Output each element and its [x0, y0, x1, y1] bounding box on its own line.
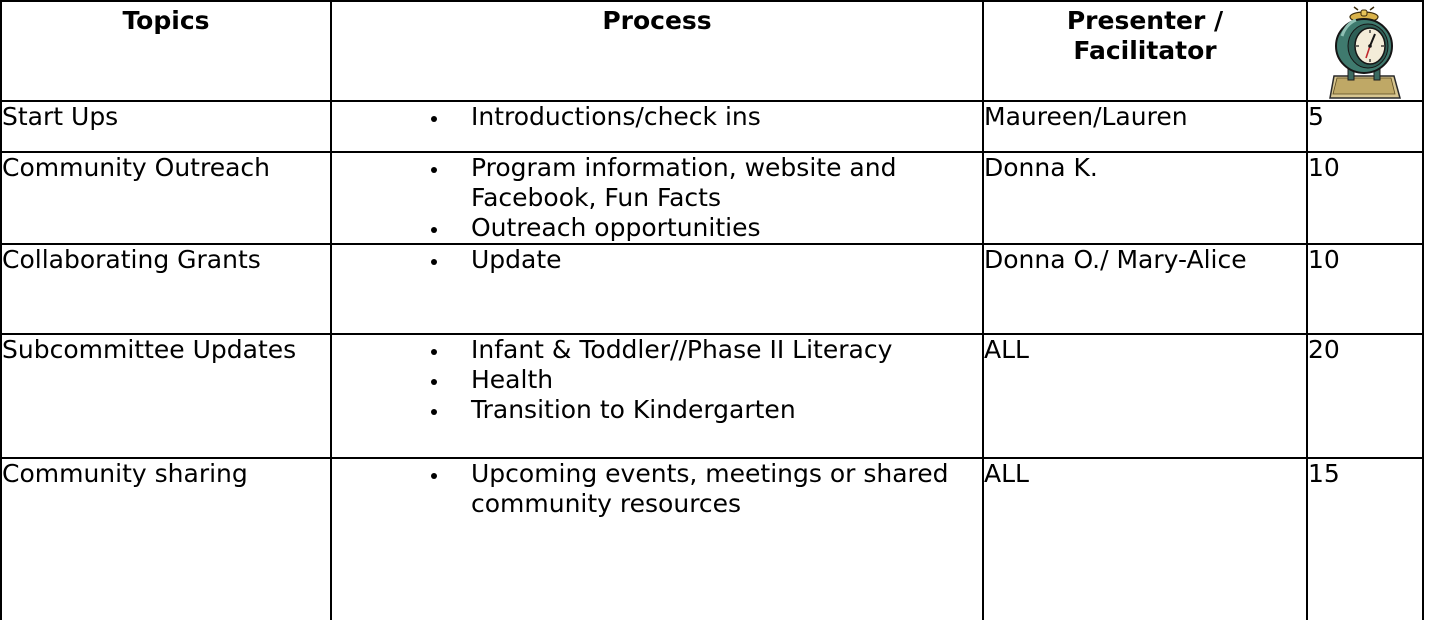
topic-cell: Start Ups [0, 100, 332, 153]
presenter-cell: Donna O./ Mary-Alice [982, 243, 1308, 335]
agenda-row: Community sharing Upcoming events, meeti… [0, 457, 1424, 620]
process-item: Update [450, 245, 982, 275]
process-list: Update [332, 245, 982, 275]
process-item: Outreach opportunities [450, 213, 982, 243]
header-row: Topics Process Presenter / Facilitator [0, 0, 1424, 102]
process-item: Introductions/check ins [450, 102, 982, 132]
header-topics: Topics [0, 0, 332, 102]
process-list: Upcoming events, meetings or shared comm… [332, 459, 982, 519]
minutes-cell: 10 [1306, 151, 1424, 245]
presenter-cell: ALL [982, 457, 1308, 620]
process-list: Infant & Toddler//Phase II Literacy Heal… [332, 335, 982, 425]
header-process: Process [330, 0, 984, 102]
topic-cell: Community sharing [0, 457, 332, 620]
topic-cell: Collaborating Grants [0, 243, 332, 335]
process-cell: Upcoming events, meetings or shared comm… [330, 457, 984, 620]
process-cell: Introductions/check ins [330, 100, 984, 153]
process-cell: Update [330, 243, 984, 335]
minutes-cell: 10 [1306, 243, 1424, 335]
agenda-row: Collaborating Grants Update Donna O./ Ma… [0, 243, 1424, 335]
process-item: Upcoming events, meetings or shared comm… [450, 459, 982, 519]
minutes-cell: 5 [1306, 100, 1424, 153]
alarm-clock-icon [1328, 6, 1402, 100]
process-item: Program information, website and Faceboo… [450, 153, 982, 213]
minutes-cell: 15 [1306, 457, 1424, 620]
process-item: Infant & Toddler//Phase II Literacy [450, 335, 982, 365]
header-presenter: Presenter / Facilitator [982, 0, 1308, 102]
process-item: Health [450, 365, 982, 395]
agenda-row: Community Outreach Program information, … [0, 151, 1424, 245]
header-presenter-line2: Facilitator [1073, 36, 1217, 65]
process-item: Transition to Kindergarten [450, 395, 982, 425]
process-list: Introductions/check ins [332, 102, 982, 132]
agenda-row: Start Ups Introductions/check ins Mauree… [0, 100, 1424, 153]
agenda-row: Subcommittee Updates Infant & Toddler//P… [0, 333, 1424, 459]
topic-cell: Subcommittee Updates [0, 333, 332, 459]
presenter-cell: Maureen/Lauren [982, 100, 1308, 153]
presenter-cell: ALL [982, 333, 1308, 459]
process-list: Program information, website and Faceboo… [332, 153, 982, 243]
process-cell: Infant & Toddler//Phase II Literacy Heal… [330, 333, 984, 459]
header-presenter-line1: Presenter / [1066, 6, 1224, 35]
topic-cell: Community Outreach [0, 151, 332, 245]
header-time [1306, 0, 1424, 102]
minutes-cell: 20 [1306, 333, 1424, 459]
presenter-cell: Donna K. [982, 151, 1308, 245]
process-cell: Program information, website and Faceboo… [330, 151, 984, 245]
